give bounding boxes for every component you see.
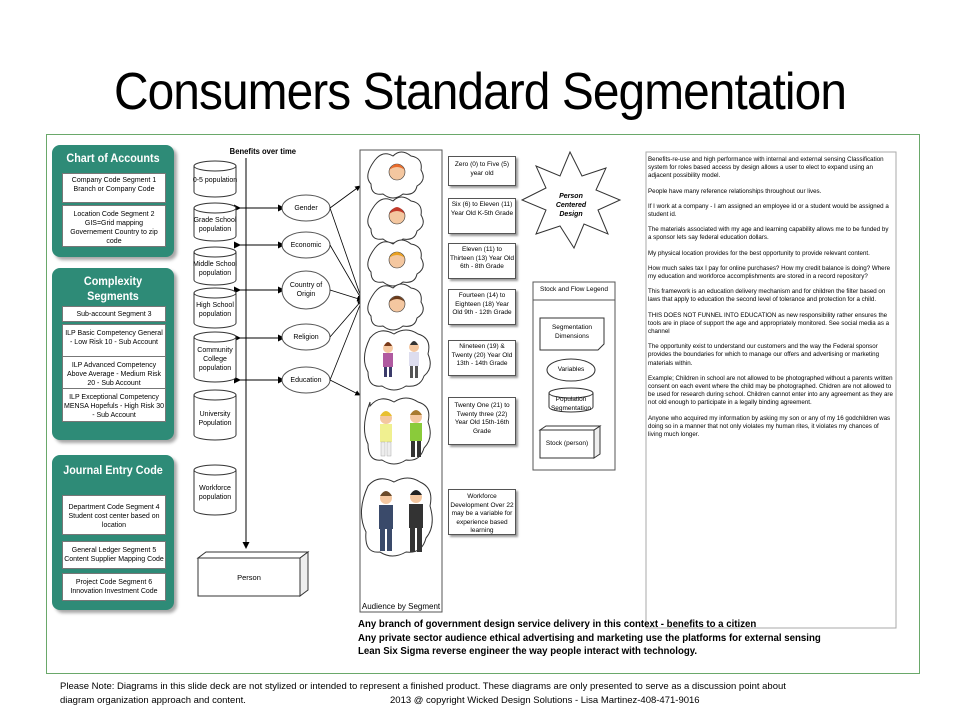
statement-government: Any branch of government design service … — [358, 618, 757, 630]
population-dimension-arrows — [234, 204, 285, 384]
chart-of-accounts-panel: Chart of Accounts Company Code Segment 1… — [52, 145, 174, 257]
note-3: The materials associated with my age and… — [648, 226, 889, 242]
age-group-5: Twenty One (21) to Twenty three (22) Yea… — [448, 397, 516, 445]
department-code-box: Department Code Segment 4 Student cost c… — [62, 495, 166, 535]
dimension-religion: Religion — [293, 334, 319, 341]
child-faces — [388, 163, 406, 313]
diagram-frame — [46, 134, 920, 674]
person-label: Person — [237, 573, 261, 582]
legend-population: Population Segmentation — [550, 396, 592, 412]
age-group-3: Fourteen (14) to Eighteen (18) Year Old … — [448, 289, 516, 325]
population-label-6: Workforce population — [198, 485, 232, 501]
note-4: My physical location provides for the be… — [648, 249, 870, 257]
notes-panel: Benefits-re-use and high performance wit… — [648, 156, 893, 446]
ilp-advanced-box: ILP Advanced Competency Above Average - … — [62, 356, 166, 390]
notes-border — [645, 151, 897, 629]
dimension-gender: Gender — [294, 205, 318, 212]
journal-entry-title: Journal Entry Code — [63, 463, 163, 477]
note-1: People have many reference relationships… — [648, 187, 822, 195]
note-10: Anyone who acquired my information by as… — [648, 414, 891, 439]
general-ledger-box: General Ledger Segment 5 Content Supplie… — [62, 541, 166, 569]
stock-flow-legend — [532, 281, 616, 471]
age-group-2: Eleven (11) to Thirteen (13) Year Old 6t… — [448, 243, 516, 279]
footer-line1: Please Note: Diagrams in this slide deck… — [60, 681, 786, 692]
company-code-box: Company Code Segment 1 Branch or Company… — [62, 173, 166, 203]
subaccount-box: Sub-account Segment 3 — [62, 306, 166, 322]
dimension-economic: Economic — [290, 242, 322, 249]
benefits-over-time-label: Benefits over time — [229, 146, 297, 156]
population-cylinders — [193, 160, 237, 516]
star-label: Person Centered Design — [555, 193, 587, 218]
young-adult-figures — [380, 410, 422, 457]
note-9: Example; Children in school are not allo… — [648, 374, 893, 407]
dimension-country: Country of Origin — [289, 282, 323, 298]
location-code-box: Location Code Segment 2 GIS=Grid mapping… — [62, 205, 166, 247]
note-2: If I work at a company - I am assigned a… — [648, 202, 889, 219]
legend-variables: Variables — [557, 366, 585, 373]
note-5: How much sales tax I pay for online purc… — [648, 264, 891, 281]
person-stock-box — [196, 551, 310, 597]
dimension-education: Education — [290, 377, 322, 384]
audience-label: Audience by Segment — [361, 602, 441, 611]
population-label-5: University Population — [198, 411, 232, 427]
note-6: This framework is an education delivery … — [648, 288, 886, 304]
population-label-1: Grade School population — [193, 217, 237, 233]
project-code-box: Project Code Segment 6 Innovation Invest… — [62, 573, 166, 601]
slide-title: Consumers Standard Segmentation — [113, 63, 847, 121]
population-label-2: Middle School population — [193, 261, 237, 277]
statement-private-sector: Any private sector audience ethical adve… — [358, 631, 821, 644]
note-0: Benefits-re-use and high performance wit… — [648, 156, 884, 180]
journal-entry-panel: Journal Entry Code Department Code Segme… — [52, 455, 174, 610]
age-group-6: Workforce Development Over 22 may be a v… — [448, 489, 516, 535]
ilp-exceptional-box: ILP Exceptional Competency MENSA Hopeful… — [62, 388, 166, 422]
age-group-4: Nineteen (19) & Twenty (20) Year Old 13t… — [448, 340, 516, 376]
note-7: THIS DOES NOT FUNNEL INTO EDUCATION as n… — [648, 311, 890, 336]
legend-stock: Stock (person) — [545, 440, 589, 447]
dimension-ovals — [281, 194, 331, 394]
copyright: 2013 @ copyright Wicked Design Solutions… — [390, 695, 700, 706]
bold-statements: Any branch of government design service … — [358, 618, 836, 659]
note-8: The opportunity exist to understand our … — [648, 343, 880, 367]
footer-note: Please Note: Diagrams in this slide deck… — [60, 680, 920, 708]
dimension-audience-lines — [329, 185, 364, 396]
teen-figures — [383, 341, 419, 378]
legend-title: Stock and Flow Legend — [540, 286, 608, 293]
complexity-title: Complexity Segments — [83, 274, 143, 303]
chart-of-accounts-title: Chart of Accounts — [66, 151, 160, 165]
age-group-0: Zero (0) to Five (5) year old — [448, 156, 516, 186]
footer-line2a: diagram organization approach and conten… — [60, 695, 246, 706]
population-label-4: Community College population — [197, 347, 233, 372]
person-centered-star — [520, 150, 622, 250]
adult-figures — [379, 490, 423, 552]
age-group-1: Six (6) to Eleven (11) Year Old K-5th Gr… — [448, 198, 516, 234]
complexity-panel: Complexity Segments Finance Sub-Account … — [52, 268, 174, 440]
population-label-0: 0-5 population — [192, 177, 238, 184]
population-label-3: High School population — [196, 302, 234, 318]
legend-segmentation: Segmentation Dimensions — [551, 324, 593, 340]
statement-lean-six-sigma: Lean Six Sigma reverse engineer the way … — [358, 645, 698, 657]
